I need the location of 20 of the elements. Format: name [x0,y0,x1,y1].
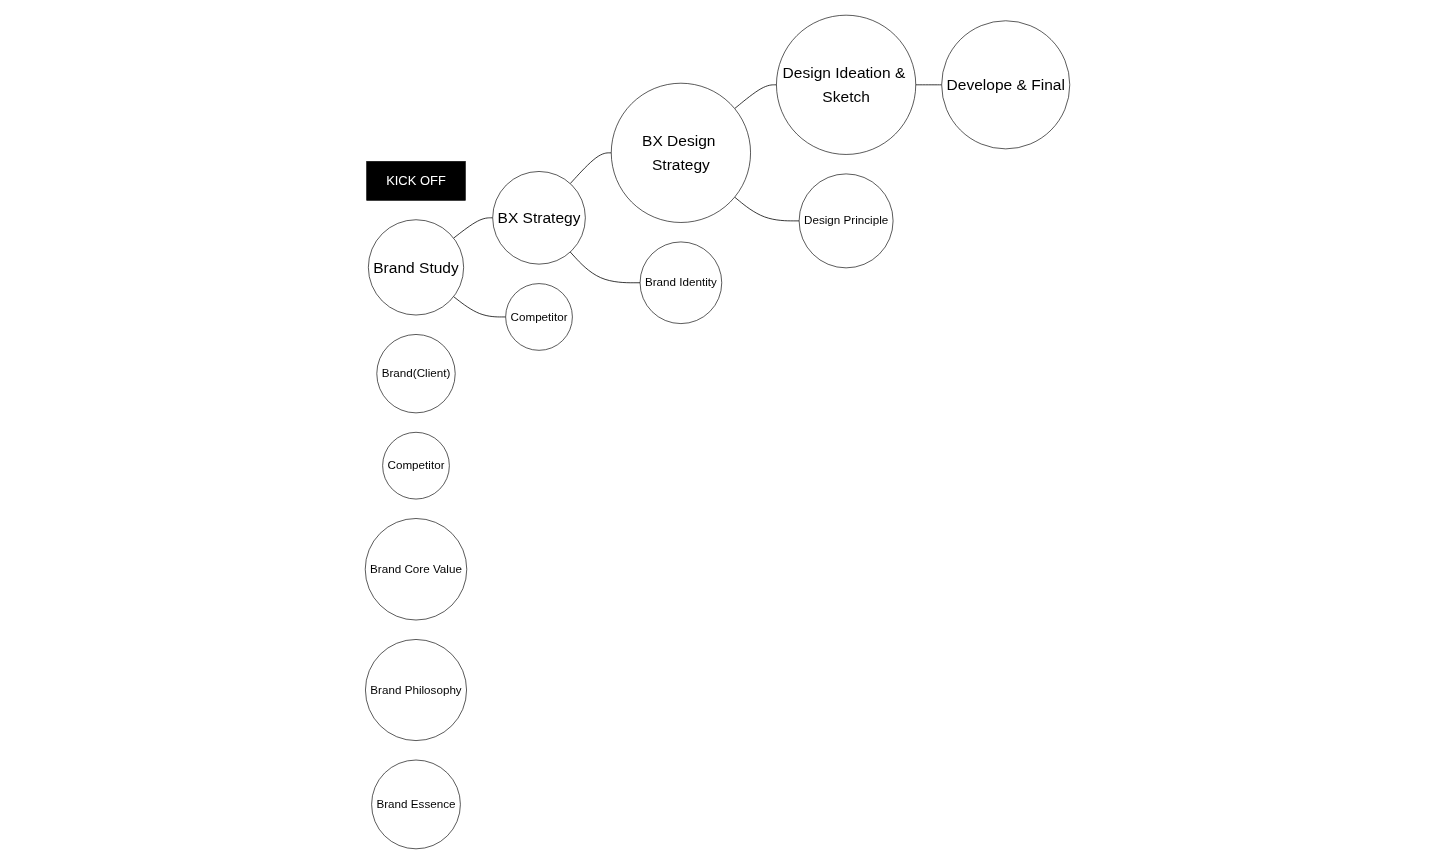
connector [734,84,777,109]
node-box: KICK OFF [366,161,466,201]
node-circle: BX Design Strategy [610,82,751,223]
node-circle: Brand Core Value [364,518,468,621]
node-circle: Design Ideation & Sketch [776,14,917,155]
node-circle: Brand(Client) [376,334,456,414]
node-circle: Brand Philosophy [365,639,467,741]
node-circle: Competitor [505,283,573,351]
node-circle: Design Principle [798,173,894,269]
connector [569,152,612,184]
node-circle: Brand Identity [639,241,723,324]
node-circle: Develope & Final [941,20,1071,150]
node-circle: Brand Study [368,219,464,316]
connector [453,296,507,318]
connector [734,196,800,222]
connector [453,217,494,239]
node-circle: Competitor [382,432,450,500]
node-circle: BX Strategy [492,171,586,265]
connector [569,251,641,284]
node-circle: Brand Essence [371,759,461,850]
